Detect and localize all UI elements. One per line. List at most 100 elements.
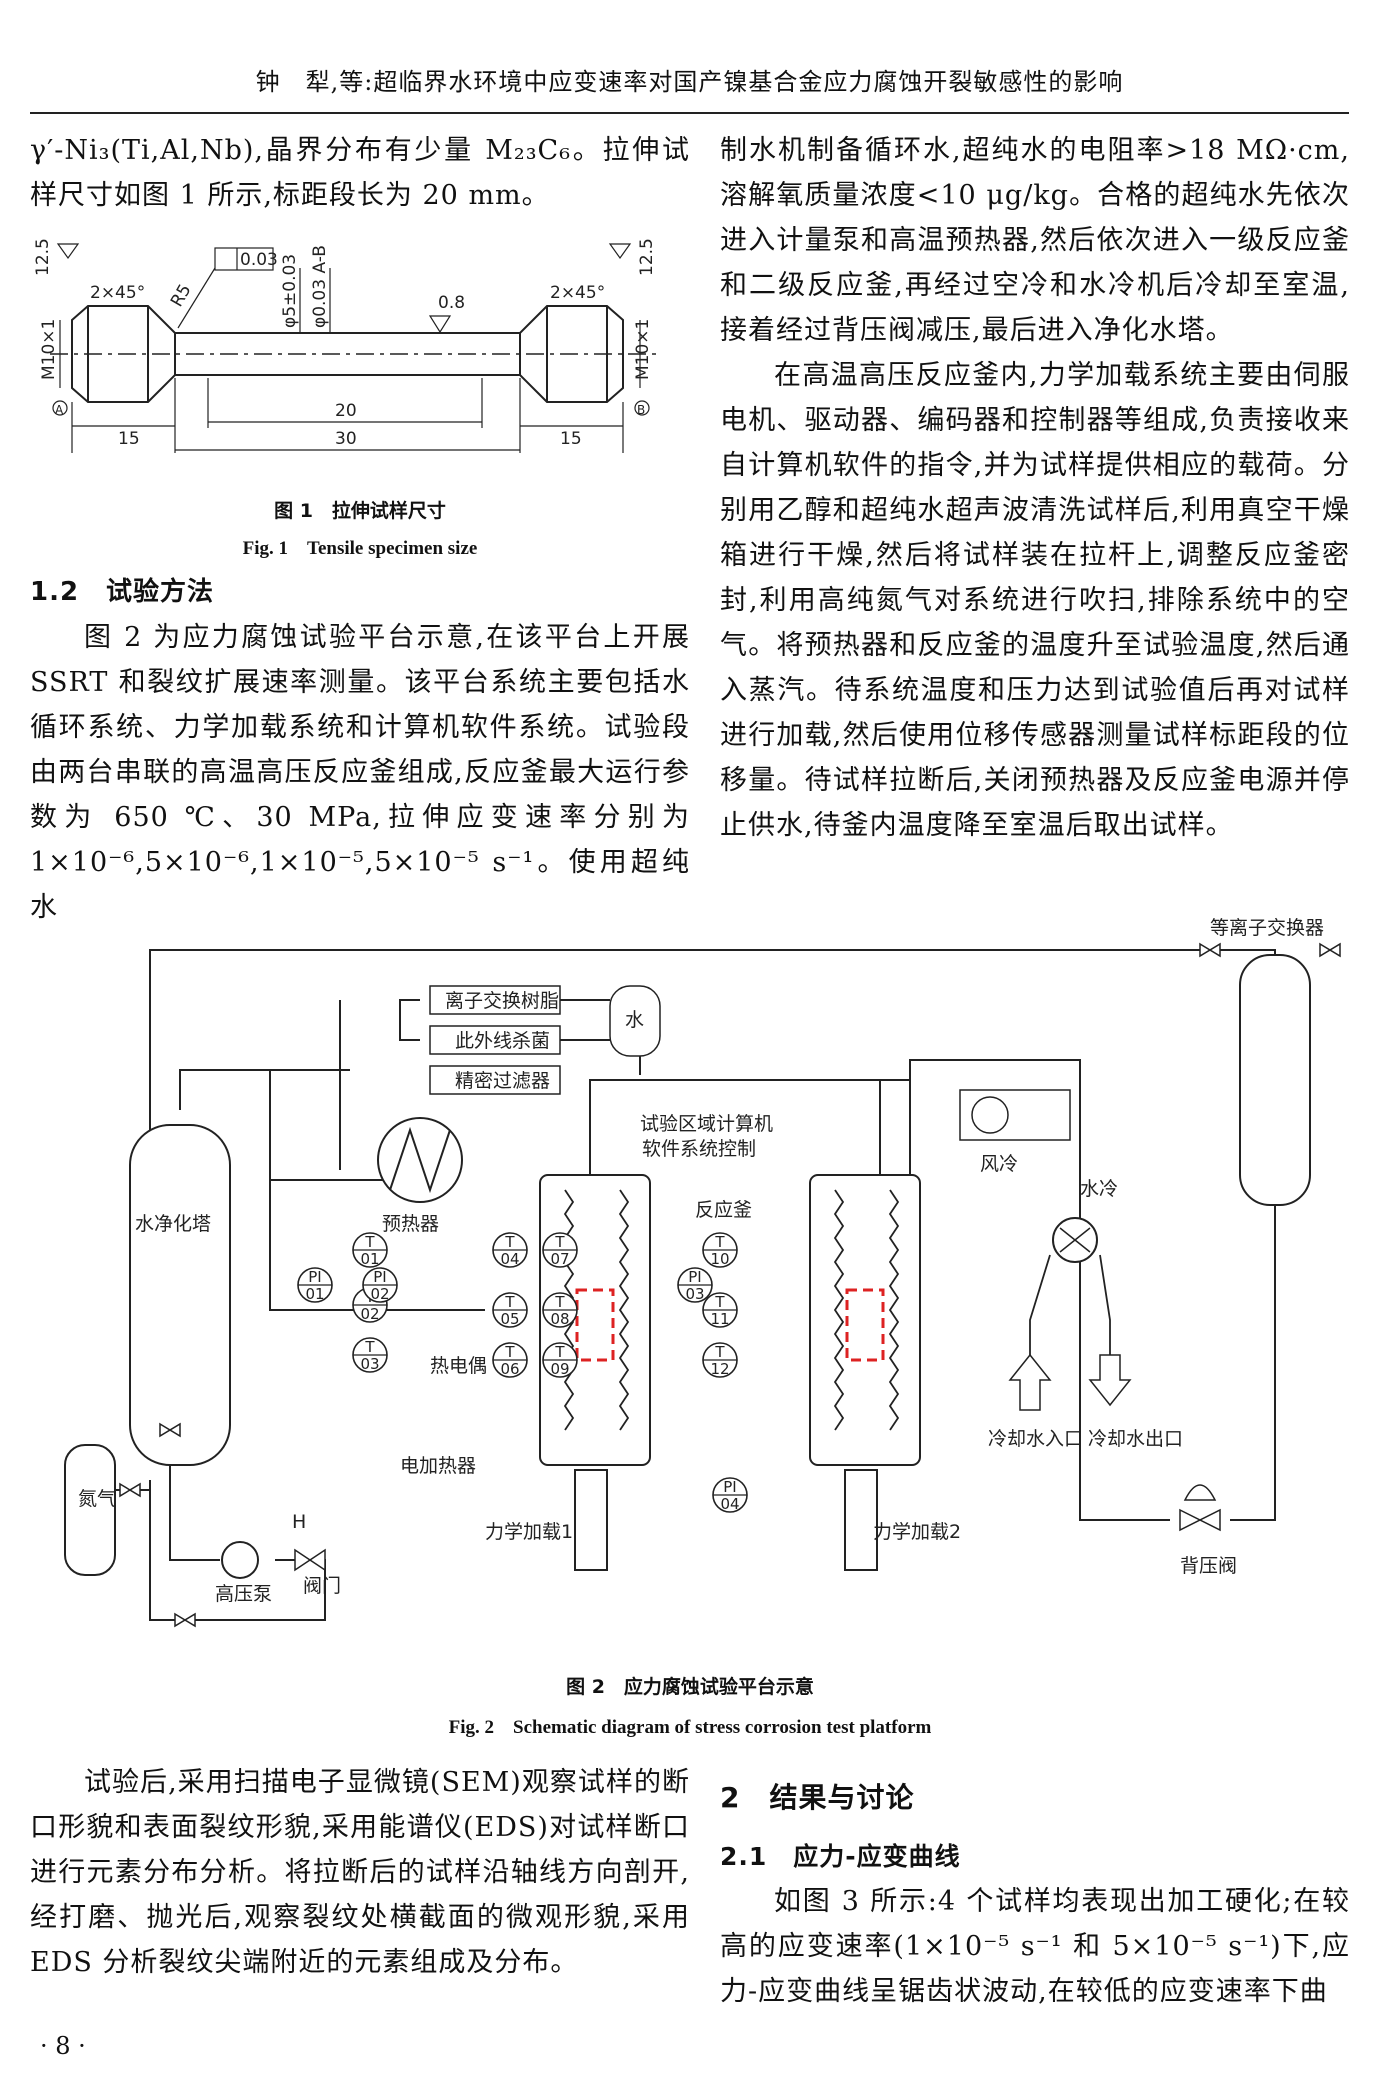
specimen-outline [71, 305, 624, 403]
fig1-label-ra-right: 12.5 [637, 238, 657, 276]
instrument-type: T [364, 1338, 375, 1356]
label-nitrogen: 氮气 [78, 1488, 116, 1510]
instrument-number: 09 [550, 1360, 569, 1378]
resin-box [429, 985, 561, 1015]
label-cool-in: 冷却水入口 [988, 1428, 1083, 1450]
back-valve [1179, 1508, 1221, 1532]
running-header: 钟 犁,等:超临界水环境中应变速率对国产镍基合金应力腐蚀开裂敏感性的影响 [255, 68, 1124, 96]
fig1-label-coaxial: φ0.03 A-B [310, 245, 330, 328]
section-2: 2 结果与讨论 2.1 应力-应变曲线 如图 3 所示:4 个试样均表现出加工硬… [720, 1770, 1350, 2014]
instrument-number: 08 [550, 1310, 569, 1328]
fig1-label-chamfer-left: 2×45° [90, 283, 145, 303]
paragraph: 试验后,采用扫描电子显微镜(SEM)观察试样的断口形貌和表面裂纹形貌,采用能谱仪… [30, 1767, 690, 1978]
fig1-label-thread-right: M10×1 [633, 319, 653, 380]
right-column-top: 制水机制备循环水,超纯水的电阻率>18 MΩ·cm,溶解氧质量浓度<10 μg/… [720, 128, 1350, 848]
instrument-type: T [714, 1293, 725, 1311]
label-load2: 力学加载2 [873, 1521, 961, 1543]
filter-box [429, 1065, 561, 1095]
uv-box [429, 1025, 561, 1055]
instrument-type: T [504, 1233, 515, 1251]
instrument-number: 02 [360, 1305, 379, 1323]
label-uv: 此外线杀菌 [455, 1030, 550, 1052]
fig1-label-chamfer-right: 2×45° [550, 283, 605, 303]
instrument-t-06: T06 [492, 1342, 528, 1378]
label-heater: 电加热器 [400, 1455, 476, 1477]
figure-1-caption-cn: 图 1 拉伸试样尺寸 [274, 500, 446, 522]
instrument-type: PI [688, 1268, 701, 1286]
paragraph: 在高温高压反应釜内,力学加载系统主要由伺服电机、驱动器、编码器和控制器等组成,负… [720, 360, 1350, 841]
instrument-number: 04 [500, 1250, 519, 1268]
paragraph: 图 2 为应力腐蚀试验平台示意,在该平台上开展 SSRT 和裂纹扩展速率测量。该… [30, 622, 690, 923]
fig1-label-flatness: 0.03 [240, 250, 278, 270]
figure-2-caption-en: Fig. 2 Schematic diagram of stress corro… [448, 1717, 932, 1738]
fig1-datum-b: B [637, 403, 645, 417]
instrument-t-08: T08 [542, 1292, 578, 1328]
load-2 [844, 1469, 878, 1571]
instrument-number: 01 [305, 1285, 324, 1303]
header-rule [30, 112, 1349, 114]
section-heading: 2 结果与讨论 [720, 1781, 915, 1814]
instrument-type: T [714, 1233, 725, 1251]
instrument-type: T [504, 1293, 515, 1311]
instrument-type: T [714, 1343, 725, 1361]
load-1 [574, 1469, 608, 1571]
label-water-cool: 水冷 [1080, 1178, 1118, 1200]
instrument-number: 04 [720, 1495, 739, 1513]
instrument-number: 03 [685, 1285, 704, 1303]
instrument-t-11: T11 [702, 1292, 738, 1328]
figure-1-drawing: 12.5 12.5 2×45° 2×45° R5 0.03 φ5±0.03 φ0… [33, 238, 660, 453]
instrument-t-09: T09 [542, 1342, 578, 1378]
instrument-number: 03 [360, 1355, 379, 1373]
ion-exchanger-cylinder [1239, 954, 1311, 1206]
specimen-marker-2 [845, 1288, 885, 1362]
instrument-t-01: T01 [352, 1232, 388, 1268]
instrument-type: PI [373, 1268, 386, 1286]
instrument-type: T [554, 1343, 565, 1361]
page-number: · 8 · [40, 2032, 86, 2060]
cool-in-arrow [1008, 1353, 1052, 1411]
label-filter: 精密过滤器 [455, 1070, 550, 1092]
section-1-2: 1.2 试验方法 图 2 为应力腐蚀试验平台示意,在该平台上开展 SSRT 和裂… [30, 570, 690, 930]
instrument-number: 11 [710, 1310, 729, 1328]
fig1-dim-20: 20 [335, 401, 357, 421]
autoclave-2 [809, 1174, 921, 1466]
label-cool-out: 冷却水出口 [1088, 1428, 1183, 1450]
fig1-label-ra-left: 12.5 [33, 238, 53, 276]
label-ion-exchanger: 等离子交换器 [1210, 917, 1324, 939]
instrument-t-03: T03 [352, 1337, 388, 1373]
instrument-t-04: T04 [492, 1232, 528, 1268]
label-software: 软件系统控制 [642, 1138, 756, 1160]
specimen-marker-1 [575, 1288, 615, 1362]
paragraph: 如图 3 所示:4 个试样均表现出加工硬化;在较高的应变速率(1×10⁻⁵ s⁻… [720, 1886, 1350, 2007]
water-tank [609, 985, 661, 1057]
left-column-bottom: 试验后,采用扫描电子显微镜(SEM)观察试样的断口形貌和表面裂纹形貌,采用能谱仪… [30, 1760, 690, 1985]
subsection-heading: 2.1 应力-应变曲线 [720, 1842, 961, 1871]
instrument-number: 05 [500, 1310, 519, 1328]
fig1-dim-15-right: 15 [560, 429, 582, 449]
fig1-label-diameter: φ5±0.03 [280, 254, 300, 328]
instrument-number: 07 [550, 1250, 569, 1268]
instrument-type: T [554, 1233, 565, 1251]
paragraph: 制水机制备循环水,超纯水的电阻率>18 MΩ·cm,溶解氧质量浓度<10 μg/… [720, 135, 1350, 346]
label-resin: 离子交换树脂 [445, 990, 559, 1012]
instrument-type: T [504, 1343, 515, 1361]
fig1-label-thread-left: M10×1 [39, 319, 59, 380]
instrument-number: 10 [710, 1250, 729, 1268]
high-pressure-pump [221, 1541, 259, 1579]
label-thermocouple: 热电偶 [430, 1355, 487, 1377]
figure-1-caption-en: Fig. 1 Tensile specimen size [242, 538, 478, 559]
left-column-top: γ′-Ni₃(Ti,Al,Nb),晶界分布有少量 M₂₃C₆。拉伸试样尺寸如图 … [30, 128, 690, 218]
purification-tower [129, 1124, 231, 1466]
instrument-number: 06 [500, 1360, 519, 1378]
label-autoclave: 反应釜 [695, 1199, 752, 1221]
instrument-type: T [554, 1293, 565, 1311]
nitrogen-cylinder [64, 1444, 116, 1576]
instrument-type: PI [723, 1478, 736, 1496]
instrument-t-10: T10 [702, 1232, 738, 1268]
instrument-type: T [364, 1233, 375, 1251]
label-load1: 力学加载1 [485, 1521, 573, 1543]
paragraph: γ′-Ni₃(Ti,Al,Nb),晶界分布有少量 M₂₃C₆。拉伸试样尺寸如图 … [30, 135, 690, 211]
